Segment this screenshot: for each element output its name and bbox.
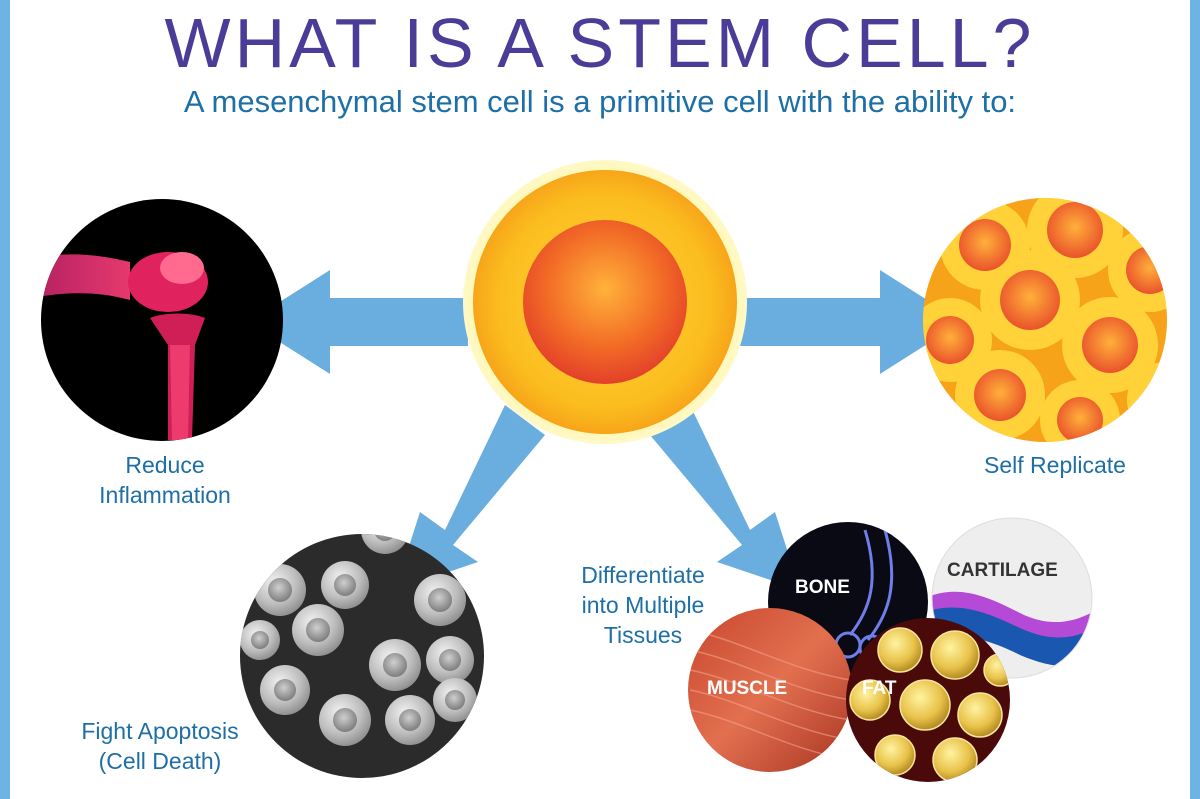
label-line: Differentiate <box>581 562 705 588</box>
tissue-label-cartilage: CARTILAGE <box>947 560 1058 581</box>
label-line: Fight Apoptosis <box>81 718 239 744</box>
replicating-cells-icon <box>923 198 1167 442</box>
page-subtitle: A mesenchymal stem cell is a primitive c… <box>183 84 1017 119</box>
blood-cells-icon <box>240 534 484 778</box>
tissue-label-muscle: MUSCLE <box>707 678 788 699</box>
frame-right <box>1190 0 1200 799</box>
arrow-left <box>248 270 468 374</box>
knee-joint-icon <box>41 199 283 441</box>
arrow-right <box>740 270 962 374</box>
stem-cell-icon <box>463 160 747 444</box>
label-reduce-inflammation: Reduce Inflammation <box>60 450 270 510</box>
frame-left <box>0 0 10 799</box>
label-line: Tissues <box>603 622 683 648</box>
page-title: WHAT IS A STEM CELL? <box>164 4 1036 82</box>
label-line: Self Replicate <box>984 452 1126 478</box>
tissue-label-fat: FAT <box>862 678 897 699</box>
tissue-label-bone: BONE <box>795 577 850 598</box>
label-line: (Cell Death) <box>98 748 222 774</box>
label-differentiate: Differentiate into Multiple Tissues <box>548 560 738 650</box>
arrows <box>248 270 962 590</box>
arrow-down-right <box>650 405 800 590</box>
arrow-down-left <box>395 405 545 590</box>
fat-cells-icon <box>846 618 1010 782</box>
label-line: Inflammation <box>99 482 231 508</box>
label-fight-apoptosis: Fight Apoptosis (Cell Death) <box>55 716 265 776</box>
label-self-replicate: Self Replicate <box>950 450 1160 480</box>
label-line: Reduce <box>125 452 205 478</box>
label-line: into Multiple <box>581 592 705 618</box>
